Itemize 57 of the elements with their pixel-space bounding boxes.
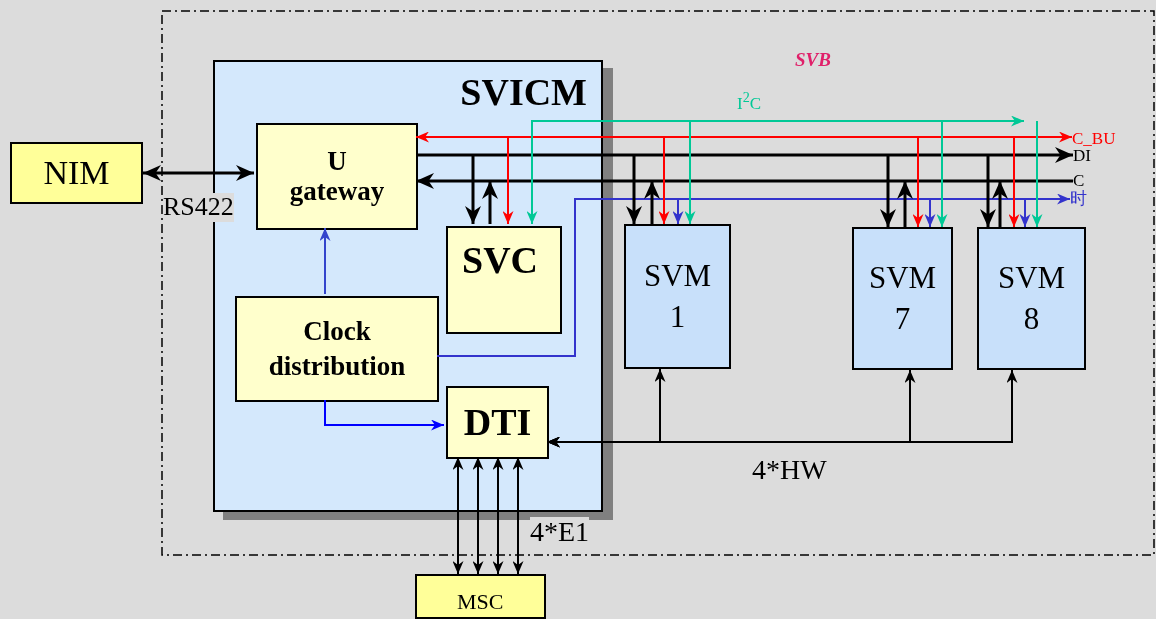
arrow xyxy=(324,399,445,431)
arrow xyxy=(502,136,514,225)
bus-label: DI xyxy=(1073,147,1092,166)
bus-label: C_BU xyxy=(1072,130,1117,149)
panel-title: SVICM xyxy=(460,72,587,114)
module-box xyxy=(235,296,439,402)
arrow xyxy=(492,456,504,575)
arrow xyxy=(472,456,484,575)
bus-label: 时 xyxy=(1070,190,1088,209)
arrow xyxy=(672,198,684,225)
arrow xyxy=(415,131,1073,143)
box-label: U gateway xyxy=(288,146,386,207)
arrow xyxy=(452,456,464,575)
arrow xyxy=(924,198,936,228)
arrow xyxy=(684,120,696,225)
edge-label: RS422 xyxy=(163,193,234,222)
arrow xyxy=(1008,136,1020,228)
box-label: DTI xyxy=(463,401,532,444)
module-box xyxy=(446,386,549,459)
arrow xyxy=(1031,120,1043,228)
arrow xyxy=(512,456,524,575)
arrow xyxy=(546,369,1018,448)
box-label: NIM xyxy=(43,154,110,192)
arrow xyxy=(658,136,670,225)
arrow xyxy=(1019,198,1031,228)
box-label: Clock distribution xyxy=(267,314,407,383)
arrow xyxy=(465,155,481,224)
arrow xyxy=(143,165,254,181)
module-box xyxy=(446,226,562,334)
arrow xyxy=(912,136,924,228)
module-box xyxy=(415,574,546,619)
arrow xyxy=(626,155,642,224)
arrow xyxy=(936,120,948,228)
box-label: SVM 1 xyxy=(642,257,713,336)
arrow xyxy=(897,181,913,227)
arrow xyxy=(644,181,660,224)
box-label: SVC xyxy=(462,240,539,282)
arrow xyxy=(526,115,1025,225)
box-label: SVM 8 xyxy=(996,259,1067,338)
module-box xyxy=(10,142,143,204)
bus-label: C xyxy=(1073,172,1086,190)
arrow xyxy=(980,155,996,227)
arrow xyxy=(436,193,1071,357)
arrow xyxy=(880,155,896,227)
arrow xyxy=(416,147,1073,163)
box-label: SVM 7 xyxy=(867,259,938,338)
module-box xyxy=(977,227,1086,370)
board-title: SVB xyxy=(795,50,831,71)
arrow xyxy=(416,173,1073,189)
module-box xyxy=(256,123,418,230)
module-box xyxy=(624,224,731,369)
module-box xyxy=(852,227,953,370)
box-label: MSC xyxy=(457,590,504,615)
arrow xyxy=(992,181,1008,227)
board-frame xyxy=(161,10,1155,556)
arrow xyxy=(482,181,498,224)
arrow xyxy=(319,227,331,295)
